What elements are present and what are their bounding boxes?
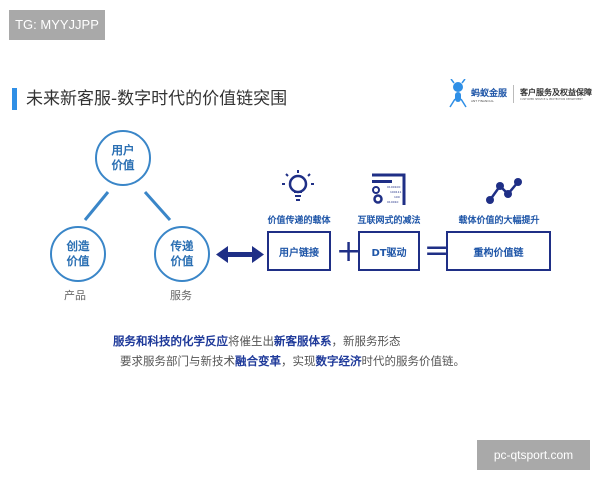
data-gear-icon: 0100100 100111 100 010010: [372, 173, 406, 205]
svg-text:010010: 010010: [387, 200, 399, 204]
ant-logo-icon: [449, 79, 467, 108]
box-rebuild-value-chain: 重构价值链: [446, 231, 551, 271]
title-accent-bar: [12, 88, 17, 110]
label-carrier: 价值传递的载体: [267, 216, 331, 226]
svg-text:100111: 100111: [390, 190, 402, 194]
caption-product: 产品: [64, 289, 86, 302]
logo: 蚂蚁金服 ANT FINANCIAL 客户服务及权益保障 CUSTOMER SE…: [448, 78, 593, 110]
label-subtraction: 互联网式的减法: [357, 216, 421, 226]
svg-text:0100100: 0100100: [387, 185, 400, 189]
logo-brand: 蚂蚁金服: [471, 88, 508, 99]
equals-sign: =: [424, 233, 450, 268]
double-arrow-icon: [216, 246, 264, 263]
plus-sign: +: [336, 234, 362, 269]
growth-chart-icon: [486, 178, 522, 204]
slide-title: 未来新客服-数字时代的价值链突围: [26, 89, 288, 109]
box-dt-driven: DT驱动: [358, 231, 420, 271]
circle-deliver-value: 传递价值: [154, 226, 210, 282]
connector-left: [83, 191, 110, 221]
logo-dept: 客户服务及权益保障: [520, 88, 593, 97]
connector-right: [143, 191, 172, 221]
circle-create-value: 创造价值: [50, 226, 106, 282]
logo-dept-en: CUSTOMER SERVICE & PROTECTION DEPARTMENT: [520, 98, 583, 101]
lightbulb-icon: [282, 170, 314, 201]
caption-service: 服务: [170, 289, 192, 302]
box-user-link: 用户链接: [267, 231, 331, 271]
logo-brand-en: ANT FINANCIAL: [471, 98, 494, 103]
watermark: pc-qtsport.com: [477, 440, 590, 470]
summary-line-1: 服务和科技的化学反应将催生出新客服体系，新服务形态: [113, 334, 401, 348]
tg-badge: TG: MYYJJPP: [9, 10, 105, 40]
circle-user-value: 用户价值: [95, 130, 151, 186]
svg-text:100: 100: [394, 195, 400, 199]
label-uplift: 载体价值的大幅提升: [458, 216, 540, 226]
summary-line-2: 要求服务部门与新技术融合变革，实现数字经济时代的服务价值链。: [120, 354, 465, 368]
